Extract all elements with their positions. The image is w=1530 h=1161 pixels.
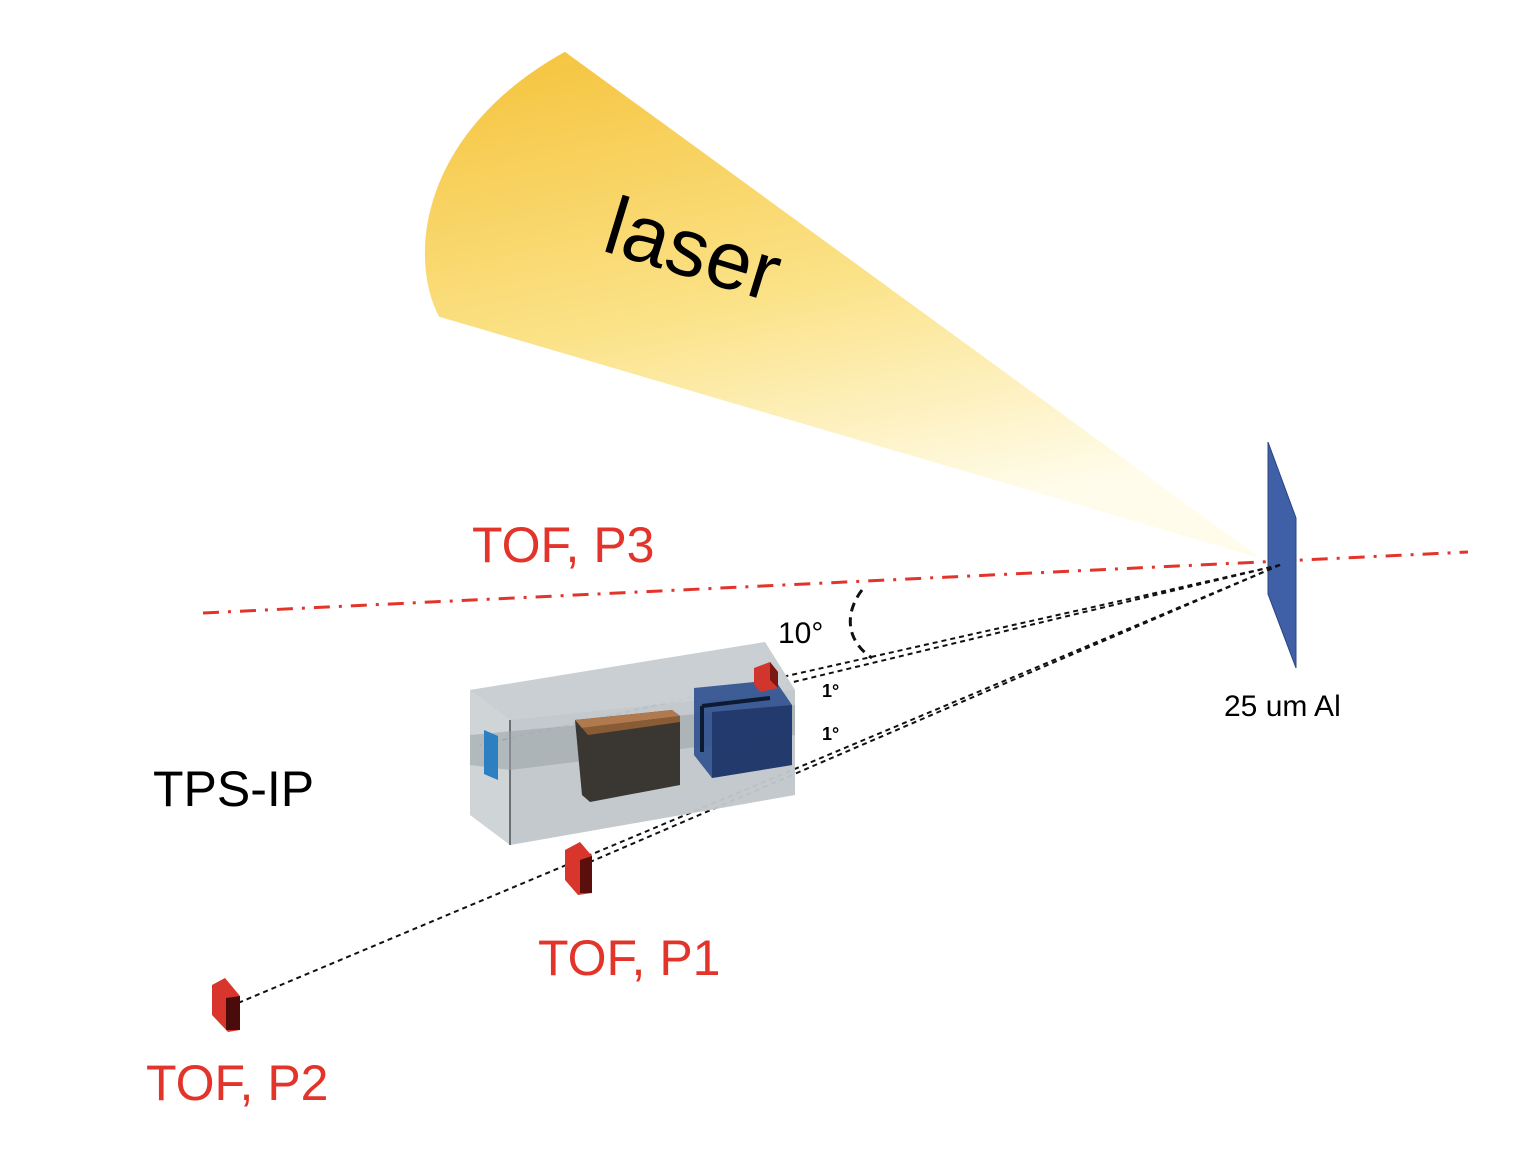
- lines-of-sight: [237, 564, 1281, 1004]
- tps-ip-assembly: [470, 642, 795, 845]
- label-tof-p2: TOF, P2: [146, 1055, 328, 1111]
- laser-beam: laser: [421, 48, 1269, 564]
- label-tof-p1: TOF, P1: [538, 930, 720, 986]
- sightline-upper: [784, 564, 1281, 685]
- label-angle-1a: 1°: [822, 681, 839, 701]
- target-foil: [1267, 441, 1297, 669]
- label-angle-10: 10°: [778, 617, 823, 650]
- label-target: 25 um Al: [1224, 690, 1341, 723]
- tof-detector-p2: [212, 978, 240, 1032]
- angle-arc-10: [848, 589, 873, 660]
- label-tps-ip: TPS-IP: [153, 761, 314, 817]
- p3-axis-line: [202, 550, 1469, 615]
- image-plate-aperture: [484, 730, 498, 780]
- label-tof-p3: TOF, P3: [472, 517, 654, 573]
- sightline-middle: [479, 564, 1281, 746]
- tof-detector-p1: [565, 842, 592, 895]
- label-angle-1b: 1°: [822, 724, 839, 744]
